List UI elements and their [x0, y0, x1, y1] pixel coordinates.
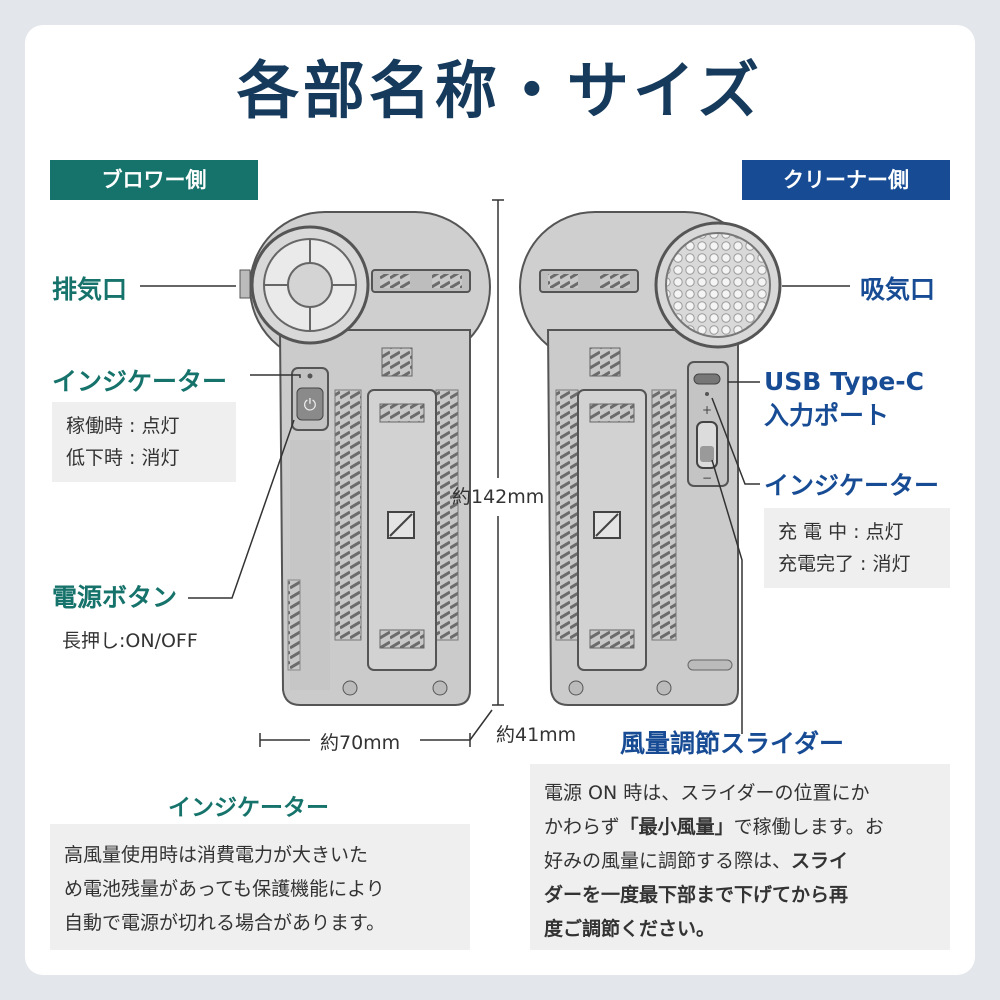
cleaner-side-tag: クリーナー側	[742, 160, 950, 200]
svg-text:⏻: ⏻	[304, 395, 317, 414]
slider-note-emphasis: 「最小風量」	[619, 816, 734, 838]
slider-note-emphasis: スライ	[791, 850, 849, 872]
svg-text:−: −	[702, 471, 712, 485]
indicator-note-heading: インジケーター	[168, 795, 329, 821]
blower-indicator-states: 稼働時 : 点灯 低下時 : 消灯	[52, 402, 236, 482]
indicator-state-off: 低下時 : 消灯	[66, 447, 180, 469]
slider-note-text: で稼働します。お	[733, 816, 884, 838]
slider-note-line3: 好みの風量に調節する際は、スライ	[544, 844, 950, 878]
slider-note-box: 電源 ON 時は、スライダーの位置にか かわらず「最小風量」で稼働します。お 好…	[530, 764, 950, 950]
height-dimension: 約142mm	[452, 486, 545, 508]
intake-label: 吸気口	[860, 275, 936, 304]
width-dimension: 約70mm	[320, 732, 401, 754]
cleaner-indicator-states: 充 電 中 : 点灯 充電完了 : 消灯	[764, 508, 950, 588]
depth-dimension: 約41mm	[496, 724, 577, 746]
charging-state: 充 電 中 : 点灯	[778, 521, 904, 543]
power-button-desc: 長押し:ON/OFF	[62, 630, 198, 652]
indicator-note-line1: 高風量使用時は消費電力が大きいた	[64, 844, 369, 866]
indicator-note-box: 高風量使用時は消費電力が大きいた め電池残量があっても保護機能により 自動で電源…	[50, 824, 470, 950]
blower-indicator-label: インジケーター	[52, 367, 228, 396]
svg-text:+: +	[702, 403, 712, 417]
exhaust-label: 排気口	[52, 275, 128, 304]
usb-port-label: USB Type-C 入力ポート	[764, 365, 924, 433]
indicator-note-line3: 自動で電源が切れる場合があります。	[64, 912, 386, 934]
indicator-note-line2: め電池残量があっても保護機能により	[64, 878, 385, 900]
usb-port-label-line1: USB Type-C	[764, 367, 925, 396]
slider-note-text: かわらず	[544, 816, 620, 838]
usb-port-label-line2: 入力ポート	[764, 401, 890, 430]
slider-label: 風量調節スライダー	[620, 729, 845, 758]
power-button-label: 電源ボタン	[52, 583, 178, 612]
slider-note-text: 好みの風量に調節する際は、	[544, 850, 792, 872]
slider-note-line2: かわらず「最小風量」で稼働します。お	[544, 810, 950, 844]
blower-side-tag: ブロワー側	[50, 160, 258, 200]
cleaner-device: + −	[519, 211, 782, 706]
blower-device: ⏻	[239, 211, 491, 706]
slider-note-line1: 電源 ON 時は、スライダーの位置にか	[544, 782, 870, 804]
cleaner-indicator-label: インジケーター	[764, 471, 940, 500]
indicator-state-on: 稼働時 : 点灯	[66, 415, 180, 437]
charged-state: 充電完了 : 消灯	[778, 553, 911, 575]
page-title: 各部名称・サイズ	[236, 54, 764, 127]
slider-note-line5: 度ご調節ください。	[544, 918, 716, 940]
slider-note-line4: ダーを一度最下部まで下げてから再	[544, 884, 849, 906]
